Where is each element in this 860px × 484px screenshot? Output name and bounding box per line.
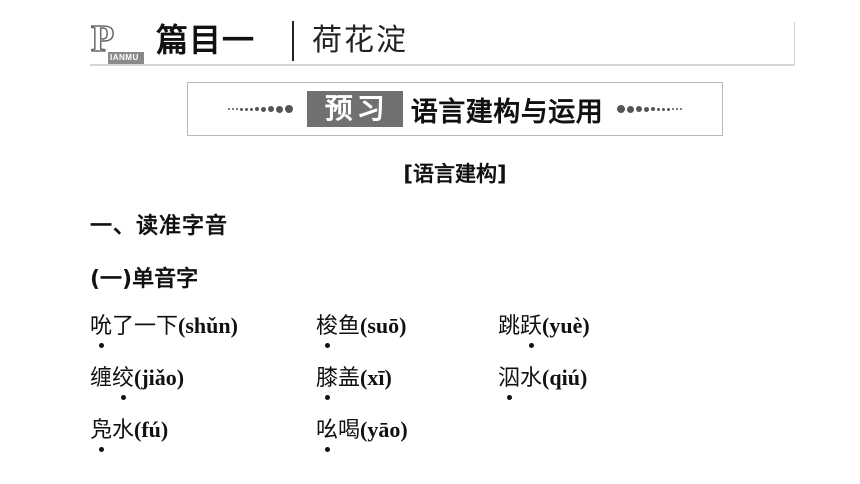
target-character-text: 膝 (316, 366, 339, 391)
word-suffix: 了一下 (112, 314, 179, 339)
subsection-title: [语言建构] (403, 162, 507, 186)
pinyin: (yuè) (542, 313, 590, 338)
pinyin: (qiú) (542, 365, 588, 390)
pinyin: (shǔn) (178, 313, 238, 338)
vocab-word: 膝盖 (316, 364, 361, 400)
emphasis-dot (506, 395, 512, 400)
dots-right (617, 105, 683, 113)
vocab-word: 跳跃 (498, 312, 543, 348)
chapter-label: 篇目一 (156, 21, 256, 59)
target-character: 泅 (498, 364, 521, 400)
word-suffix: 鱼 (338, 314, 361, 339)
vocab-word: 吮了一下 (90, 312, 179, 348)
vocab-word: 凫水 (90, 416, 135, 452)
header-divider (292, 21, 294, 61)
vocab-item: 跳跃(yuè) (498, 311, 590, 348)
header-rule (90, 64, 795, 66)
pinyin: (suō) (360, 313, 407, 338)
pianmu-logo: P IANMU (90, 19, 144, 64)
pinyin: (fú) (134, 417, 169, 442)
word-suffix: 盖 (338, 366, 361, 391)
emphasis-dot (98, 447, 104, 452)
pinyin: (jiǎo) (134, 365, 185, 390)
target-character: 吮 (90, 312, 113, 348)
emphasis-dot (324, 343, 330, 348)
header-end-line (794, 22, 795, 66)
target-character-text: 吆 (316, 418, 339, 443)
target-character: 膝 (316, 364, 339, 400)
target-character: 吆 (316, 416, 339, 452)
target-character: 梭 (316, 312, 339, 348)
lesson-title: 荷花淀 (312, 23, 408, 58)
vocab-word: 吆喝 (316, 416, 361, 452)
emphasis-dot (120, 395, 126, 400)
section-heading: 一、读准字音 (90, 214, 229, 239)
target-character: 绞 (112, 364, 135, 400)
emphasis-dot (324, 395, 330, 400)
emphasis-dot (98, 343, 104, 348)
word-suffix: 喝 (338, 418, 361, 443)
vocab-item: 凫水(fú) (90, 415, 169, 452)
target-character-text: 梭 (316, 314, 339, 339)
word-suffix: 水 (112, 418, 135, 443)
vocab-word: 梭鱼 (316, 312, 361, 348)
group-heading: (一)单音字 (90, 267, 199, 292)
target-character-text: 跃 (520, 314, 543, 339)
vocab-item: 梭鱼(suō) (316, 311, 407, 348)
emphasis-dot (324, 447, 330, 452)
vocab-item: 吮了一下(shǔn) (90, 311, 238, 348)
pinyin: (yāo) (360, 417, 408, 442)
logo-bar (108, 52, 144, 64)
target-character-text: 吮 (90, 314, 113, 339)
vocab-word: 缠绞 (90, 364, 135, 400)
preview-tag: 预习 (306, 91, 403, 127)
target-character-text: 绞 (112, 366, 135, 391)
target-character-text: 泅 (498, 366, 521, 391)
banner-title: 语言建构与运用 (410, 96, 604, 128)
target-character: 跃 (520, 312, 543, 348)
lesson-header: P IANMU 篇目一 荷花淀 (90, 18, 795, 66)
word-prefix: 缠 (90, 366, 113, 391)
vocab-word: 泅水 (498, 364, 543, 400)
dots-left (227, 105, 293, 113)
vocab-item: 膝盖(xī) (316, 363, 392, 400)
word-prefix: 跳 (498, 314, 521, 339)
target-character: 凫 (90, 416, 113, 452)
emphasis-dot (528, 343, 534, 348)
word-suffix: 水 (520, 366, 543, 391)
vocab-item: 泅水(qiú) (498, 363, 588, 400)
logo-subtext: IANMU (110, 53, 139, 62)
pinyin: (xī) (360, 365, 392, 390)
vocab-item: 吆喝(yāo) (316, 415, 408, 452)
section-banner: 预习 语言建构与运用 (187, 82, 723, 136)
target-character-text: 凫 (90, 418, 113, 443)
vocab-item: 缠绞(jiǎo) (90, 363, 185, 400)
